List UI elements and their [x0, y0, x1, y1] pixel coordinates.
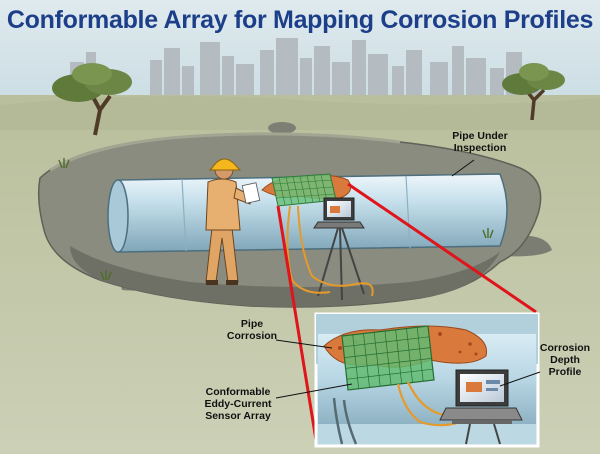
label-corrosion-depth-profile: Corrosion Depth Profile: [539, 342, 591, 378]
sensor-array-large: [341, 325, 435, 391]
rock: [268, 122, 296, 134]
tree-right: [502, 63, 565, 121]
laptop-small: [313, 197, 365, 229]
inset-panel: [314, 312, 540, 448]
pointer-line-left: [276, 205, 318, 441]
tree-left: [52, 63, 132, 136]
label-sensor-array: Conformable Eddy-Current Sensor Array: [204, 386, 272, 422]
page-title: Conformable Array for Mapping Corrosion …: [6, 6, 594, 34]
callout-leaders: [275, 159, 541, 399]
ground-far: [0, 96, 600, 130]
cables-small: [286, 205, 374, 297]
worker: [205, 158, 261, 285]
laptop-large: [439, 369, 523, 445]
label-pipe-corrosion: Pipe Corrosion: [226, 318, 278, 342]
pointer-line-right: [347, 182, 537, 314]
label-pipe-under-inspection: Pipe Under Inspection: [452, 130, 508, 154]
grass: [58, 158, 494, 281]
sensor-array-small: [271, 173, 337, 207]
pit-rim: [49, 132, 401, 172]
pit-floor: [70, 246, 500, 307]
